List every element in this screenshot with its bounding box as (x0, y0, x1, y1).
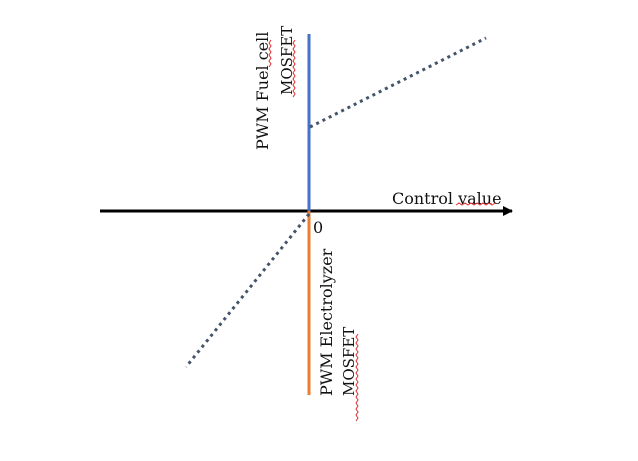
spellcheck-underline-mosfet-upper (292, 39, 296, 98)
x-axis-label: Control value (392, 189, 502, 208)
spellcheck-underline-cell (268, 39, 272, 68)
electrolyzer-label: PWM Electrolyzer MOSFET (317, 248, 358, 396)
fuel-cell-label: PWM Fuel cell MOSFET (253, 26, 296, 150)
fuel-cell-label-line1: PWM Fuel cell (253, 32, 272, 150)
spellcheck-underline-mosfet-lower (355, 333, 359, 422)
fuel-cell-pwm-curve (309, 36, 487, 129)
spellcheck-underline-value (455, 202, 496, 206)
fuel-cell-label-line2: MOSFET (278, 26, 296, 95)
electrolyzer-pwm-curve (184, 213, 311, 368)
electrolyzer-label-line2: MOSFET (340, 327, 358, 396)
electrolyzer-label-line1: PWM Electrolyzer (317, 248, 336, 396)
origin-label: 0 (313, 218, 323, 237)
